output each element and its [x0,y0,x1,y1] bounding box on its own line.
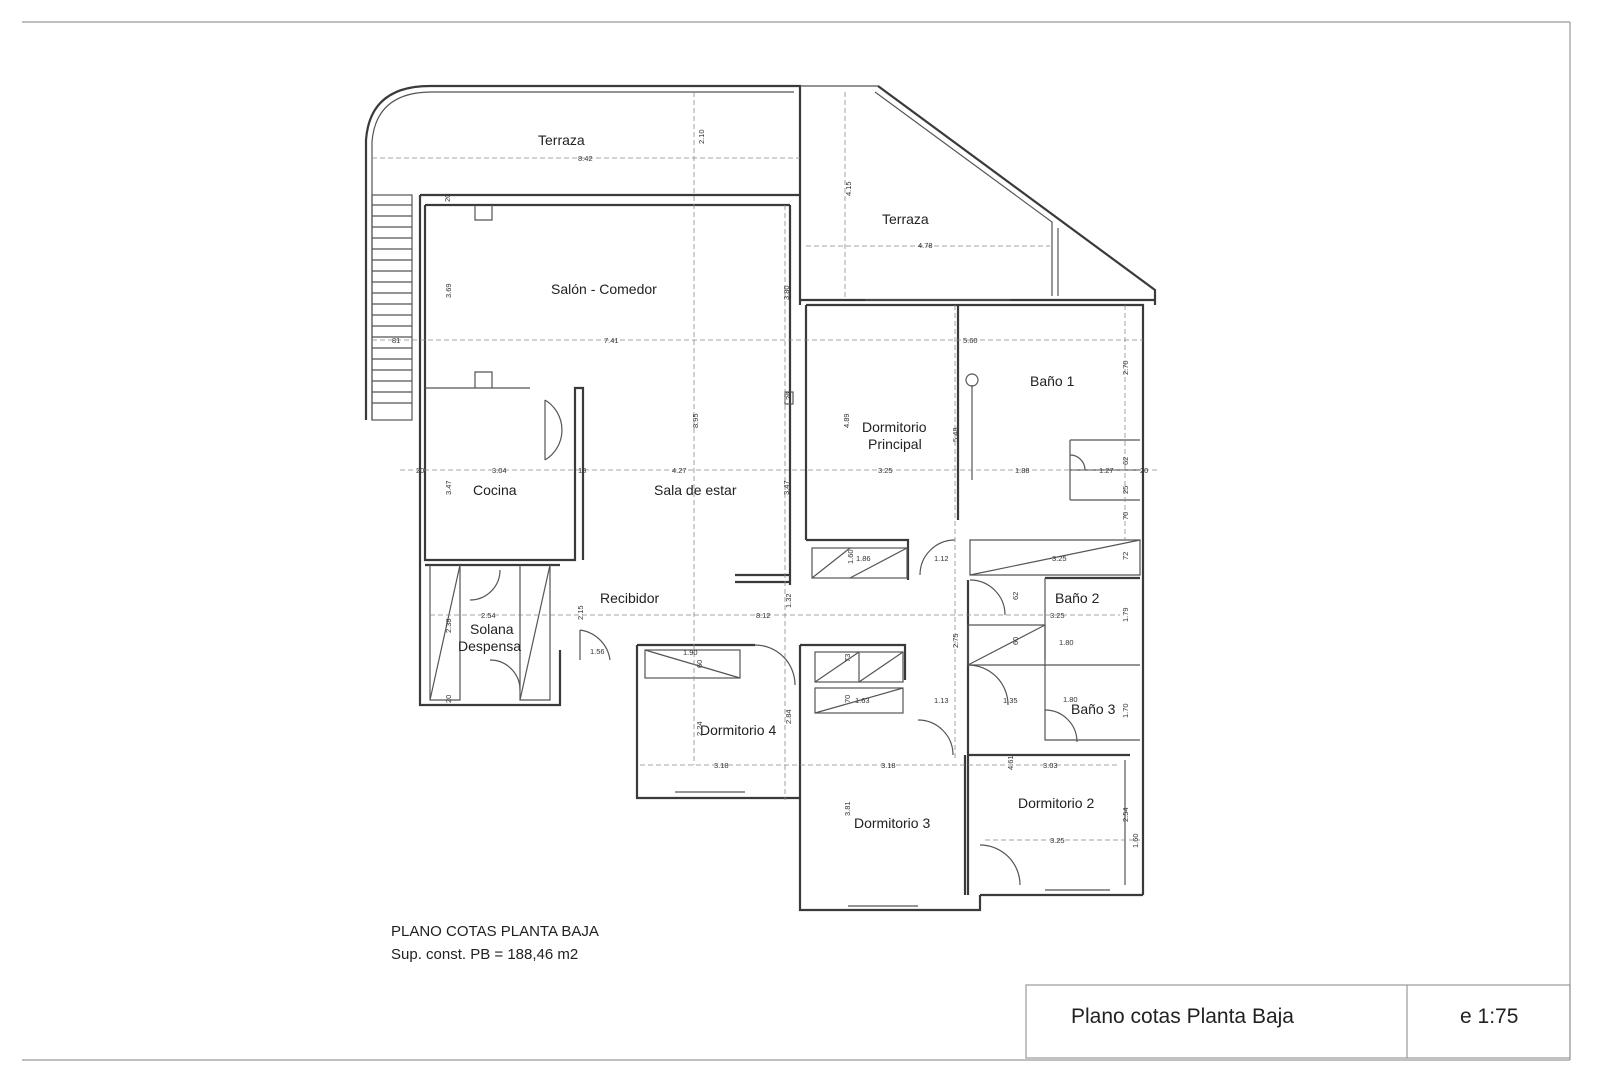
dim-label: 4.15 [844,181,853,196]
dim-label: 8.95 [691,413,700,428]
room-label-sala-de-estar: Sala de estar [654,482,737,498]
dim-label: 62 [1121,457,1130,465]
dim-label: 5.60 [963,336,978,345]
dim-label: 20 [416,466,424,475]
dim-label: 1.32 [784,593,793,608]
dim-label: 1.90 [683,648,698,657]
dim-label: 1.60 [1131,833,1140,848]
dim-label: 3.80 [782,285,791,300]
dim-label: 81 [392,336,400,345]
dim-label: 3.03 [1043,761,1058,770]
dim-label: 4.89 [842,413,851,428]
dim-label: 5.48 [951,427,960,442]
room-label-dormitorio-principal-line2: Principal [868,436,922,452]
dim-label: 1.88 [1015,466,1030,475]
dim-label: 8.12 [756,611,771,620]
room-label-dormitorio-2: Dormitorio 2 [1018,795,1094,811]
dim-label: 2.54 [1121,807,1130,822]
dim-label: 2.15 [576,605,585,620]
dim-label: 2.54 [481,611,496,620]
dim-label: 18 [578,466,586,475]
dim-label: 1.70 [1121,703,1130,718]
dim-label: 2.75 [951,633,960,648]
room-label-dormitorio-principal-line1: Dormitorio [862,419,927,435]
dimension-labels: 8.42 2.10 4.15 4.78 20 3.69 3.80 81 7.41… [392,129,1148,848]
dim-label: 20 [1140,466,1148,475]
room-label-solana: Solana [470,621,514,637]
plan-caption: PLANO COTAS PLANTA BAJA Sup. const. PB =… [391,923,599,963]
floor-plan [364,84,1157,912]
dim-label: 4.27 [672,466,687,475]
dim-label: 1.60 [846,549,855,564]
dimension-lines [372,92,1160,841]
dim-label: 20 [444,695,453,703]
room-label-terraza-right: Terraza [882,211,929,227]
plan-caption-area: Sup. const. PB = 188,46 m2 [391,946,578,963]
dim-label: 70 [1121,512,1130,520]
dim-label: 62 [1011,592,1020,600]
dim-label: 1.79 [1121,607,1130,622]
dim-label: 70 [843,695,852,703]
dim-label: 3.25 [1052,554,1067,563]
dim-label: 60 [695,660,704,668]
room-label-dormitorio-4: Dormitorio 4 [700,722,776,738]
dim-label: 1.13 [934,696,949,705]
dim-label: 2.38 [444,618,453,633]
room-label-bano-1: Baño 1 [1030,373,1075,389]
dim-label: 3.81 [843,801,852,816]
title-block-title: Plano cotas Planta Baja [1071,1005,1294,1028]
room-label-bano-2: Baño 2 [1055,590,1100,606]
dim-label: 3.25 [1050,836,1065,845]
dim-label: 3.47 [782,480,791,495]
dim-label: 2.70 [1121,360,1130,375]
room-label-salon-comedor: Salón - Comedor [551,281,657,297]
dim-label: 60 [1011,637,1020,645]
room-label-terraza: Terraza [538,132,585,148]
room-label-recibidor: Recibidor [600,590,659,606]
title-block: Plano cotas Planta Baja e 1:75 [1025,984,1571,1059]
dim-label: 4.78 [918,241,933,250]
room-labels: Terraza Terraza Salón - Comedor Baño 1 D… [458,132,1116,831]
dim-label: 3.47 [444,480,453,495]
dim-label: 3.69 [444,283,453,298]
dim-label: 1.27 [1099,466,1114,475]
dim-label: 72 [1121,552,1130,560]
room-label-bano-3: Baño 3 [1071,701,1116,717]
room-label-cocina: Cocina [473,482,517,498]
dim-label: 25 [1121,486,1130,494]
dim-label: 2.84 [784,709,793,724]
dim-label: 2.24 [695,721,704,736]
dim-label: 1.35 [1003,696,1018,705]
dim-label: 1.86 [856,554,871,563]
dim-label: 1.56 [590,647,605,656]
plan-caption-title: PLANO COTAS PLANTA BAJA [391,923,599,940]
title-block-scale: e 1:75 [1460,1005,1518,1028]
dim-label: 1.12 [934,554,949,563]
dim-label: 4.61 [1006,755,1015,770]
room-label-despensa: Despensa [458,638,521,654]
sheet-frame [22,21,1571,1061]
dim-label: 3.25 [878,466,893,475]
room-label-dormitorio-3: Dormitorio 3 [854,815,930,831]
staircase [371,194,413,421]
dim-label: 7.41 [604,336,619,345]
dim-label: 1.80 [1063,695,1078,704]
dim-label: 8.42 [578,154,593,163]
dim-label: 1.63 [855,696,870,705]
dim-label: 2.10 [697,129,706,144]
dim-label: 3.18 [881,761,896,770]
dim-label: 26 [784,392,793,400]
dim-label: 1.80 [1059,638,1074,647]
dim-label: 73 [843,654,852,662]
dim-label: 20 [443,194,452,202]
dim-label: 3.04 [492,466,507,475]
dim-label: 3.25 [1050,611,1065,620]
dim-label: 3.18 [714,761,729,770]
